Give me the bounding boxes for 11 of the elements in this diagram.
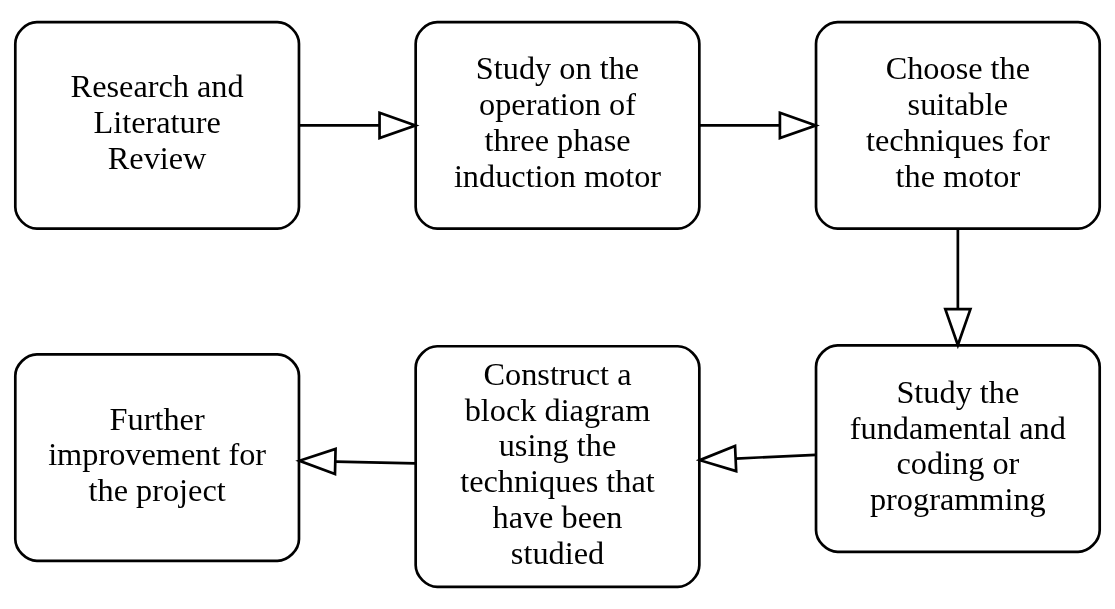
arrow [699,110,820,140]
node-box: Choose the suitable techniques for the motor [814,20,1102,230]
arrow [295,447,416,477]
node-box: Construct a block diagram using the techniques that have been studied [414,344,701,589]
node-box: Further improvement for the project [13,352,301,563]
arrow [299,110,420,140]
node-box: Research and Literature Review [13,20,301,230]
node-box: Study the fundamental and coding or programming [814,344,1102,554]
node-box: Study on the operation of three phase induction motor [414,20,701,230]
arrow [943,229,973,350]
arrow [695,444,816,473]
